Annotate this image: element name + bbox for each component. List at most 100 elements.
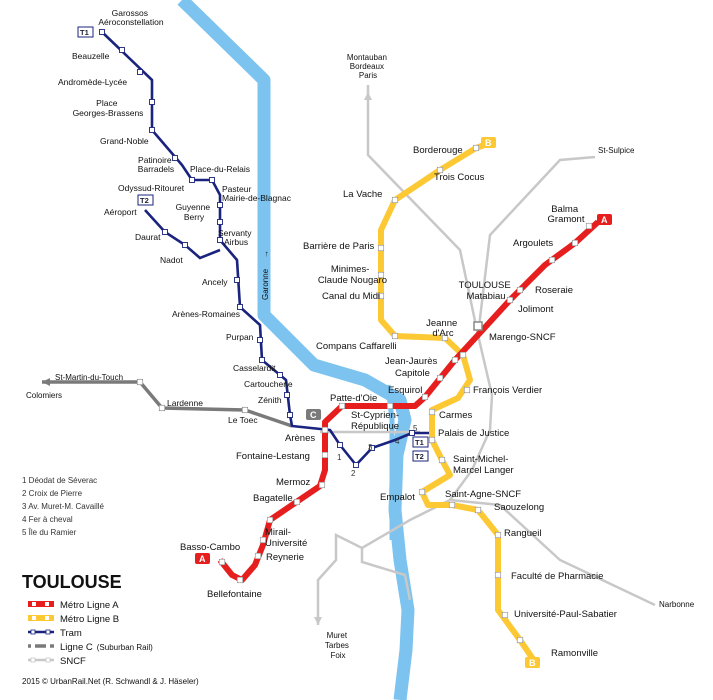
badge-t2-north: T2 bbox=[137, 194, 154, 206]
tram-beauzelle: Beauzelle bbox=[72, 51, 110, 61]
station-marker bbox=[391, 196, 399, 204]
station-argoulets: Argoulets bbox=[513, 238, 553, 249]
svg-text:A: A bbox=[601, 215, 608, 225]
station-marker bbox=[217, 202, 223, 208]
footnote-1: 1 Déodat de Séverac bbox=[22, 476, 97, 485]
svg-text:C: C bbox=[310, 410, 317, 420]
station-jeanne-darc: Jeanne d'Arc bbox=[426, 318, 460, 339]
station-marker bbox=[463, 386, 471, 394]
station-roseraie: Roseraie bbox=[535, 285, 573, 296]
river-label: Garonne bbox=[261, 268, 270, 300]
station-marker bbox=[259, 536, 267, 544]
station-marker bbox=[436, 374, 444, 382]
station-marengo: Marengo-SNCF bbox=[489, 332, 556, 343]
sncf-line-muret bbox=[316, 498, 451, 625]
tram-grand-noble: Grand-Noble bbox=[100, 136, 149, 146]
station-marker bbox=[418, 488, 426, 496]
station-basso-cambo: Basso-Cambo bbox=[180, 542, 240, 553]
station-marker bbox=[438, 456, 446, 464]
arrow-colomiers bbox=[42, 378, 50, 386]
station-balma: Balma Gramont bbox=[548, 204, 585, 225]
badge-a-east: A bbox=[597, 214, 612, 225]
station-marker bbox=[149, 99, 155, 105]
station-marker bbox=[321, 451, 329, 459]
station-marker bbox=[428, 408, 436, 416]
station-marker bbox=[172, 155, 178, 161]
tram-daurat: Daurat bbox=[135, 232, 161, 242]
station-carmes: Carmes bbox=[439, 410, 473, 421]
badge-a-west: A bbox=[195, 553, 210, 564]
footnote-2: 2 Croix de Pierre bbox=[22, 489, 83, 498]
station-marker bbox=[162, 229, 168, 235]
station-marker bbox=[428, 436, 436, 444]
credit: 2015 © UrbanRail.Net (R. Schwandl & J. H… bbox=[22, 677, 199, 686]
sncf-line-matabiau-south bbox=[448, 334, 494, 501]
tram-patinoire: Patinoire Barradels bbox=[138, 155, 174, 174]
tram-stop-3: 3 bbox=[368, 443, 373, 452]
tram-ancely: Ancely bbox=[202, 277, 228, 287]
tram-aeroport: Aéroport bbox=[104, 207, 137, 217]
station-ramonville: Ramonville bbox=[551, 648, 598, 659]
station-saouzelong: Saouzelong bbox=[494, 502, 544, 513]
station-marker bbox=[436, 166, 444, 174]
station-bagatelle: Bagatelle bbox=[253, 493, 293, 504]
tram-garossos: Garossos Aéroconstellation bbox=[98, 8, 163, 27]
station-borderouge: Borderouge bbox=[413, 145, 463, 156]
footnote-5: 5 Île du Ramier bbox=[22, 528, 77, 537]
station-marker bbox=[337, 442, 343, 448]
station-marker bbox=[448, 501, 456, 509]
badge-b-north: B bbox=[481, 137, 496, 148]
footnotes: 1 Déodat de Séverac 2 Croix de Pierre 3 … bbox=[22, 476, 105, 537]
station-trois-cocus: Trois Cocus bbox=[434, 172, 485, 183]
station-la-vache: La Vache bbox=[343, 189, 382, 200]
legend-line-c: Ligne C(Suburban Rail) bbox=[60, 642, 153, 653]
station-marker bbox=[459, 351, 467, 359]
tram-stop-1: 1 bbox=[337, 453, 342, 462]
station-marker bbox=[571, 239, 579, 247]
station-francois-verdier: François Verdier bbox=[473, 385, 542, 396]
tram-cartoucherie: Cartoucherie bbox=[244, 379, 293, 389]
station-marker bbox=[182, 242, 188, 248]
station-marker bbox=[506, 296, 514, 304]
dest-muret: Muret Tarbes Foix bbox=[325, 631, 351, 660]
arrow-north bbox=[364, 92, 372, 100]
badge-t1-south: T1 bbox=[412, 436, 429, 448]
station-marker bbox=[217, 219, 223, 225]
tram-servanty: Servanty Airbus bbox=[218, 228, 254, 247]
station-marker bbox=[237, 304, 243, 310]
dest-colomiers: Colomiers bbox=[26, 391, 62, 400]
station-marker bbox=[409, 430, 415, 436]
station-marker bbox=[377, 292, 385, 300]
tram-stop-2: 2 bbox=[351, 469, 356, 478]
station-le-toec: Le Toec bbox=[228, 415, 258, 425]
legend-tram: Tram bbox=[60, 628, 82, 639]
tram-stop-4: 4 bbox=[395, 437, 400, 446]
station-marker bbox=[501, 611, 509, 619]
station-marker bbox=[236, 576, 244, 584]
station-patte-doie: Patte-d'Oie bbox=[330, 393, 377, 404]
station-marker bbox=[548, 256, 556, 264]
station-marker bbox=[451, 356, 459, 364]
badge-c: C bbox=[306, 409, 321, 420]
tram-stop-5: 5 bbox=[413, 424, 418, 433]
station-arenes: Arènes bbox=[285, 433, 315, 444]
station-marker bbox=[353, 462, 359, 468]
tram-place-gb: Place Georges-Brassens bbox=[73, 98, 144, 118]
svg-text:T2: T2 bbox=[415, 452, 424, 461]
station-marker bbox=[369, 445, 375, 451]
station-marker bbox=[284, 392, 290, 398]
station-jolimont: Jolimont bbox=[518, 304, 554, 315]
dest-st-martin: St-Martin-du-Touch bbox=[55, 373, 123, 382]
station-marker bbox=[119, 47, 125, 53]
tram-place-relais: Place-du-Relais bbox=[190, 164, 250, 174]
tram-nadot: Nadot bbox=[160, 255, 183, 265]
station-marker bbox=[516, 286, 524, 294]
station-marker bbox=[474, 506, 482, 514]
arrow-muret bbox=[314, 617, 322, 625]
legend-line-b: Métro Ligne B bbox=[60, 614, 119, 625]
station-reynerie: Reynerie bbox=[266, 552, 304, 563]
station-marker bbox=[234, 277, 240, 283]
station-marker bbox=[585, 222, 593, 230]
